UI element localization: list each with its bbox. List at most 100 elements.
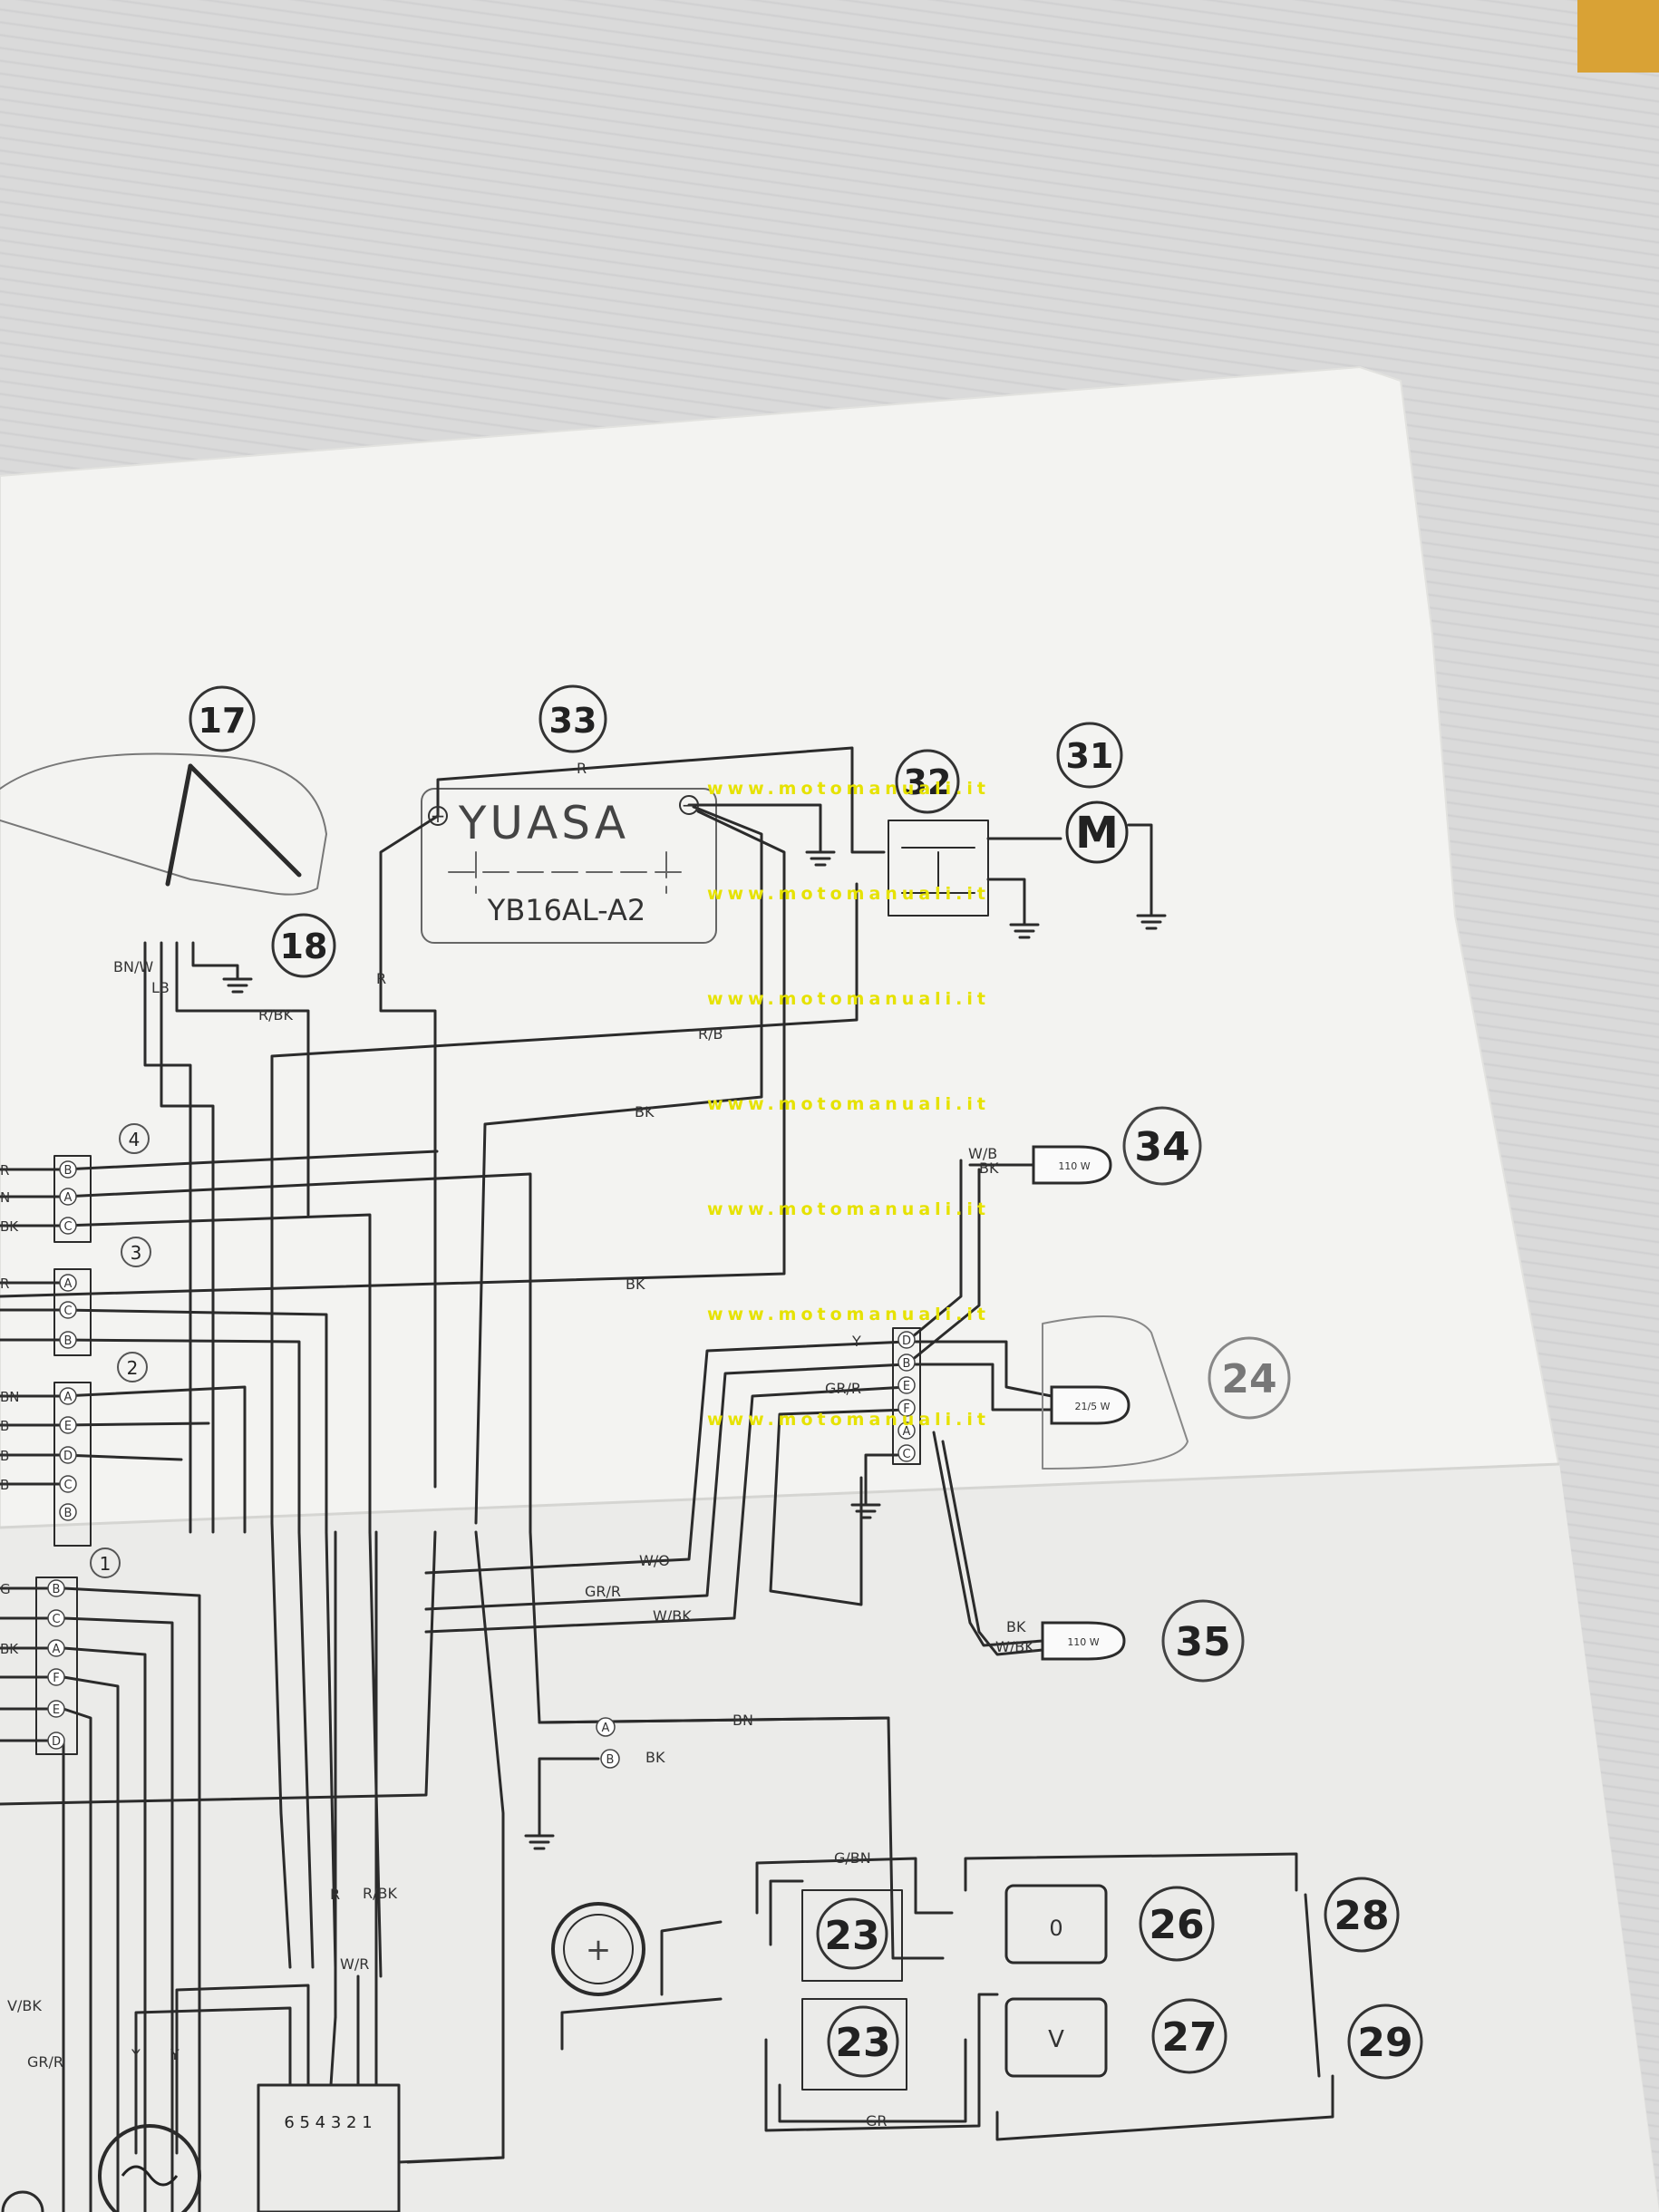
label-r-left: R	[376, 970, 386, 987]
svg-text:B: B	[53, 1583, 61, 1596]
svg-text:A: A	[64, 1191, 73, 1205]
label-gr: GR	[866, 2112, 888, 2130]
wire-tail-lamp-a	[905, 1340, 1053, 1398]
label-bk-35: BK	[1006, 1618, 1026, 1635]
wire-bundle-5	[0, 1530, 437, 1806]
wire-c1-b	[0, 1586, 201, 2212]
edge-label-10: BK	[0, 1641, 19, 1657]
wire-sensor-1	[660, 1920, 723, 1996]
label-r-b: R/B	[698, 1025, 723, 1043]
edge-label-1: R	[0, 1162, 9, 1179]
svg-text:E: E	[53, 1703, 60, 1717]
ground-switch	[222, 977, 253, 994]
svg-text:26: 26	[1149, 1902, 1204, 1948]
wire-bundle-1	[270, 1521, 292, 1969]
indicator-block-1	[801, 1889, 903, 1982]
wire-c4-r	[0, 1150, 439, 1171]
wire-indicator-loop-1	[769, 1879, 804, 1946]
svg-text:A: A	[64, 1391, 73, 1404]
watermark-5: www.motomanuali.it	[707, 1199, 990, 1219]
speedometer-inner	[563, 1914, 634, 1984]
wire-gr	[764, 1993, 999, 2132]
wire-c1-a	[0, 1646, 147, 2212]
svg-text:F: F	[53, 1672, 59, 1685]
wire-alt-1	[134, 2006, 292, 2155]
alternator-sine-icon	[121, 2165, 179, 2187]
v-indicator-symbol: V	[1048, 2026, 1064, 2053]
wire-tail-ground	[864, 1453, 899, 1507]
svg-text:D: D	[902, 1334, 911, 1348]
label-r-bk: R/BK	[258, 1006, 293, 1024]
label-g-bn: G/BN	[834, 1849, 871, 1867]
svg-text:C: C	[52, 1613, 60, 1626]
watermark-3: www.motomanuali.it	[707, 989, 990, 1009]
handlebar-switch-outline	[0, 752, 327, 896]
wire-sensor-2	[560, 1997, 723, 2051]
wire-r-top	[436, 746, 886, 854]
watermark-6: www.motomanuali.it	[707, 1305, 990, 1324]
svg-text:32: 32	[904, 762, 952, 802]
callout-3: 3	[121, 1237, 151, 1267]
wire-27-29	[995, 2074, 1334, 2141]
svg-text:34: 34	[1134, 1124, 1189, 1170]
alternator	[98, 2124, 201, 2212]
indicator-block-2	[801, 1998, 907, 2091]
c4-pins: B A C	[59, 1160, 77, 1235]
callout-24: 24	[1208, 1336, 1291, 1420]
label-w-r: W/R	[340, 1955, 369, 1973]
wire-c3-c	[0, 1308, 328, 1534]
edge-label-9: G	[0, 1581, 11, 1597]
svg-text:4: 4	[129, 1129, 141, 1150]
svg-text:27: 27	[1161, 2014, 1217, 2061]
wire-tail-4	[769, 1408, 908, 1606]
speedometer-dial	[551, 1902, 645, 1996]
lamp-34	[1032, 1145, 1112, 1185]
svg-text:D: D	[52, 1735, 61, 1749]
svg-text:A: A	[53, 1643, 61, 1656]
wire-motor-ground	[1127, 823, 1153, 917]
svg-text:18: 18	[280, 927, 328, 966]
wire-c4-bk	[0, 1213, 372, 1534]
switch-stem	[165, 763, 193, 887]
wire-tail-lamp-b	[905, 1363, 1053, 1412]
battery-plus-symbol: +	[431, 805, 446, 827]
svg-text:31: 31	[1066, 736, 1114, 776]
orange-corner-strip	[1577, 0, 1659, 73]
label-bn-w: BN/W	[113, 958, 153, 975]
svg-text:24: 24	[1221, 1356, 1276, 1402]
lamp-24	[1050, 1385, 1130, 1425]
wire-relay-ground	[986, 878, 1026, 927]
label-w-b: W/B	[968, 1145, 997, 1162]
label-bk-1: BK	[635, 1103, 655, 1121]
wire-alt-2	[175, 1984, 310, 2155]
lamp-34-rating: 110 W	[1058, 1160, 1090, 1172]
svg-text:A: A	[903, 1425, 911, 1439]
label-w-bk-35: W/BK	[995, 1638, 1034, 1655]
callout-31: 31	[1056, 722, 1123, 789]
svg-text:29: 29	[1357, 2020, 1412, 2066]
wire-reg-rbk	[356, 1530, 378, 2019]
watermark-1: www.motomanuali.it	[707, 779, 990, 799]
label-r-bk-low: R/BK	[363, 1885, 397, 1902]
label-w-o: W/O	[639, 1552, 670, 1569]
wire-bk-1	[474, 805, 763, 1525]
neutral-indicator-symbol: 0	[1049, 1916, 1062, 1941]
speedometer-plus-symbol: +	[586, 1932, 612, 1968]
regulator	[257, 2083, 401, 2212]
svg-text:35: 35	[1175, 1619, 1230, 1665]
wire-tail-3	[424, 1385, 908, 1634]
label-gr-r: GR/R	[825, 1380, 861, 1397]
battery-plus-terminal	[428, 806, 448, 826]
edge-label-5: BN	[0, 1389, 20, 1405]
connector-4	[53, 1155, 92, 1243]
label-y-2: Y	[170, 2046, 179, 2063]
ground-relay	[1009, 923, 1040, 939]
wire-reg-1	[288, 2015, 378, 2087]
svg-text:C: C	[63, 1305, 72, 1318]
svg-text:D: D	[63, 1450, 73, 1463]
svg-text:E: E	[64, 1420, 72, 1433]
wire-minus-ground	[687, 803, 822, 854]
wire-35	[932, 1431, 1044, 1656]
battery-model: YB16AL-A2	[487, 893, 645, 927]
wire-34	[905, 1159, 1035, 1366]
